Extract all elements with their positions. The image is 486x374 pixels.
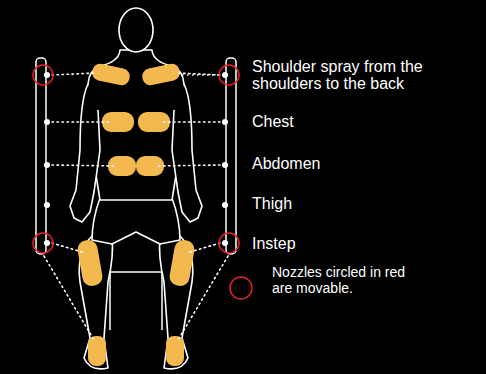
nozzle-bar [36,58,236,254]
spray-zones [76,62,196,366]
movable-marker [33,65,239,253]
leader-line [182,74,220,76]
spray-line [44,73,228,340]
zone-label: Instep [252,235,452,252]
seated-figure [70,8,202,369]
legend-text: Nozzles circled in red are movable. [272,264,426,296]
zone-label: Thigh [252,195,452,212]
zone-label: Shoulder spray from the shoulders to the… [252,58,474,92]
legend-sample [230,277,252,299]
nozzle [44,72,228,246]
zone-label: Chest [252,113,452,130]
zone-label: Abdomen [252,155,452,172]
